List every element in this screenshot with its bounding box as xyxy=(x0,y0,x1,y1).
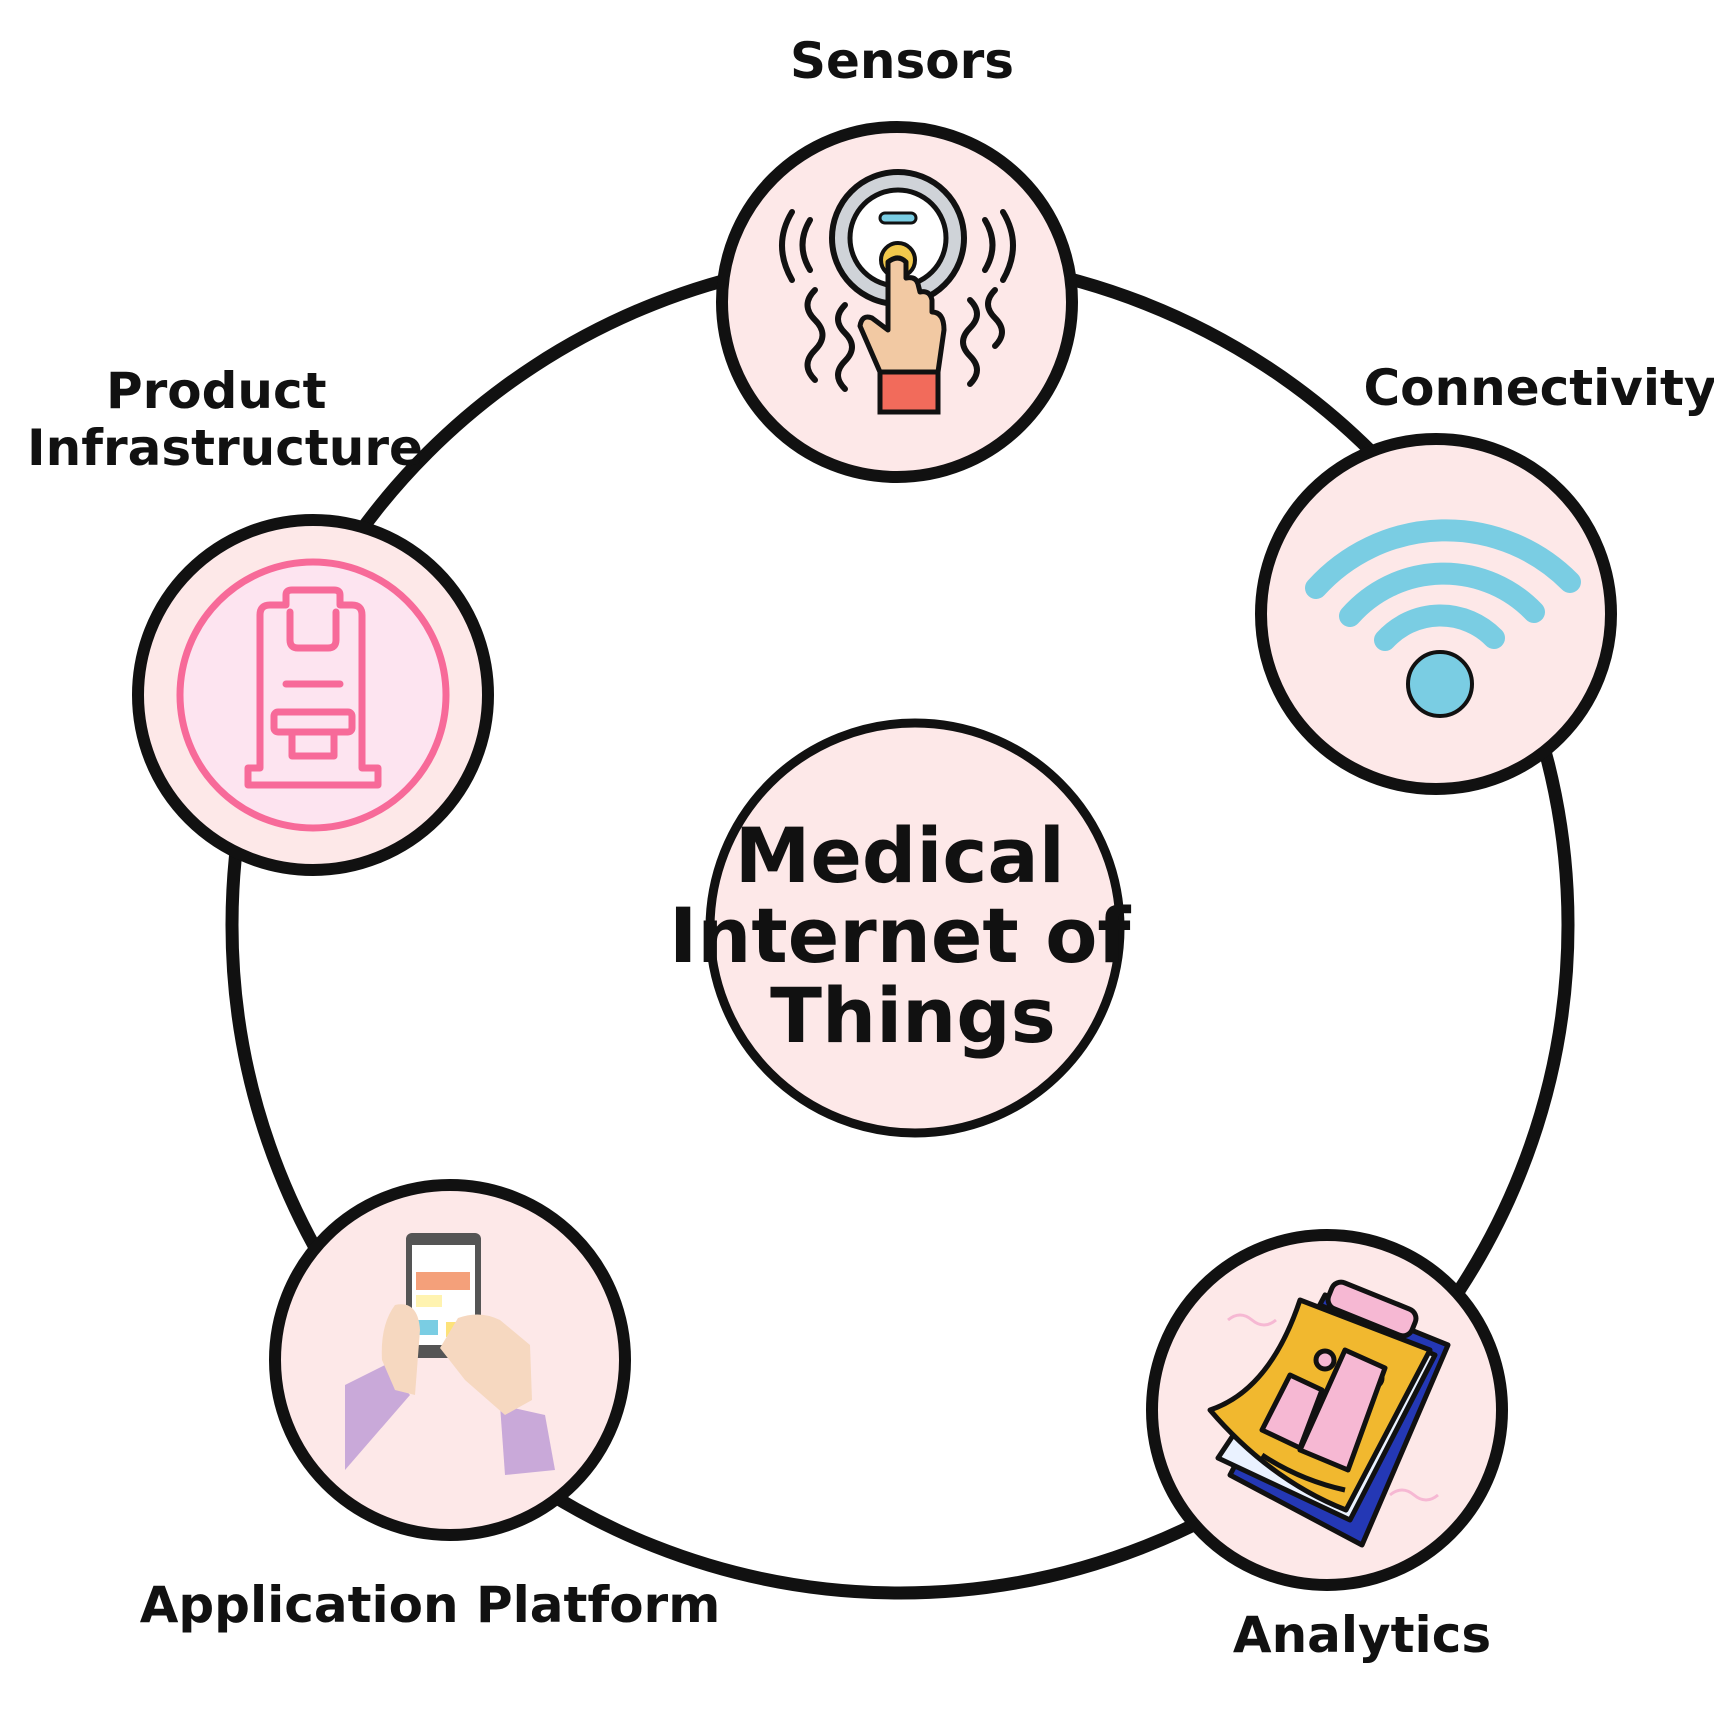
product-infrastructure-label-line-1: Product xyxy=(106,362,327,420)
sensors-label-line-1: Sensors xyxy=(790,32,1014,90)
connectivity-label: Connectivity xyxy=(1363,359,1714,417)
application-platform-label: Application Platform xyxy=(140,1576,721,1634)
center-title-line-3: Things xyxy=(770,971,1056,1060)
connectivity-label-line-1: Connectivity xyxy=(1363,359,1714,417)
application-platform-label-line-1: Application Platform xyxy=(140,1576,721,1634)
wifi-icon xyxy=(1305,519,1581,718)
center-hub: Medical Internet of Things xyxy=(669,718,1157,1138)
product-infrastructure-label-line-2: Infrastructure xyxy=(27,419,423,477)
touch-sensor-icon xyxy=(779,169,1016,415)
coffee-machine-icon xyxy=(176,558,450,832)
node-product-infrastructure: Product Infrastructure xyxy=(27,362,494,876)
center-title-line-1: Medical xyxy=(735,811,1065,900)
smartphone-hands-icon xyxy=(345,1233,555,1475)
product-infrastructure-label: Product Infrastructure xyxy=(27,362,423,477)
node-sensors: Sensors xyxy=(716,32,1078,483)
center-title-line-2: Internet of xyxy=(669,891,1131,980)
center-title: Medical Internet of Things xyxy=(669,811,1157,1060)
clipboard-chart-icon xyxy=(1207,1279,1451,1548)
analytics-label-line-1: Analytics xyxy=(1233,1606,1491,1664)
node-connectivity: Connectivity xyxy=(1255,359,1714,795)
analytics-label: Analytics xyxy=(1233,1606,1491,1664)
node-application-platform: Application Platform xyxy=(140,1179,721,1634)
node-analytics: Analytics xyxy=(1146,1229,1508,1664)
sensors-label: Sensors xyxy=(790,32,1014,90)
center-hub-circle xyxy=(705,718,1125,1138)
